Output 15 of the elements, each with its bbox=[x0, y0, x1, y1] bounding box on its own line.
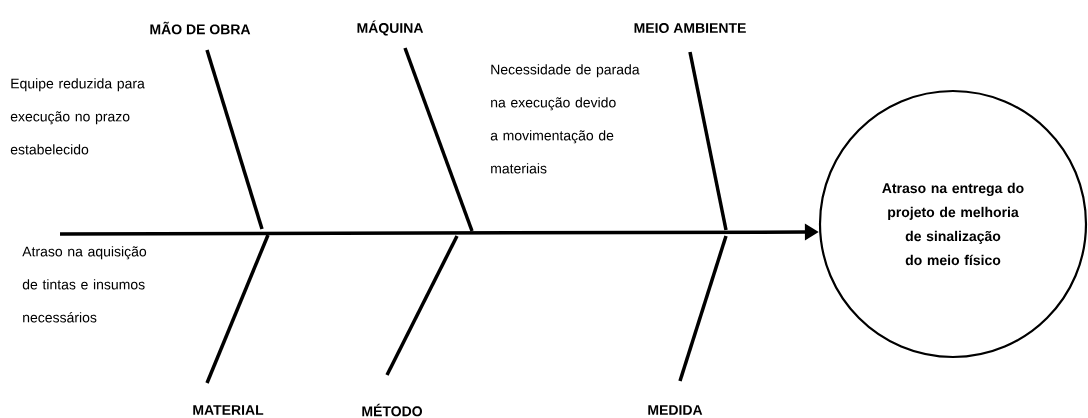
cause-text: Necessidade de parada na execução devido a movimentação de materiais bbox=[490, 64, 640, 174]
bone-line bbox=[678, 235, 728, 382]
cause-text: Atraso na aquisição de tintas e insumos necessários bbox=[22, 246, 147, 323]
bone-line bbox=[205, 234, 270, 384]
category-label: MÃO DE OBRA bbox=[150, 21, 251, 35]
category-label: MATERIAL bbox=[193, 405, 264, 415]
bone-line bbox=[688, 51, 728, 231]
category-label: MÁQUINA bbox=[357, 20, 424, 36]
bone-line bbox=[385, 235, 459, 376]
category-label: MEDIDA bbox=[648, 405, 703, 415]
category-label: MÉTODO bbox=[362, 403, 422, 417]
cause-text: Equipe reduzida para execução no prazo estabelecido bbox=[10, 78, 145, 155]
bone-line bbox=[403, 47, 474, 232]
bone-line bbox=[205, 49, 264, 230]
category-label: MEIO AMBIENTE bbox=[634, 23, 746, 33]
